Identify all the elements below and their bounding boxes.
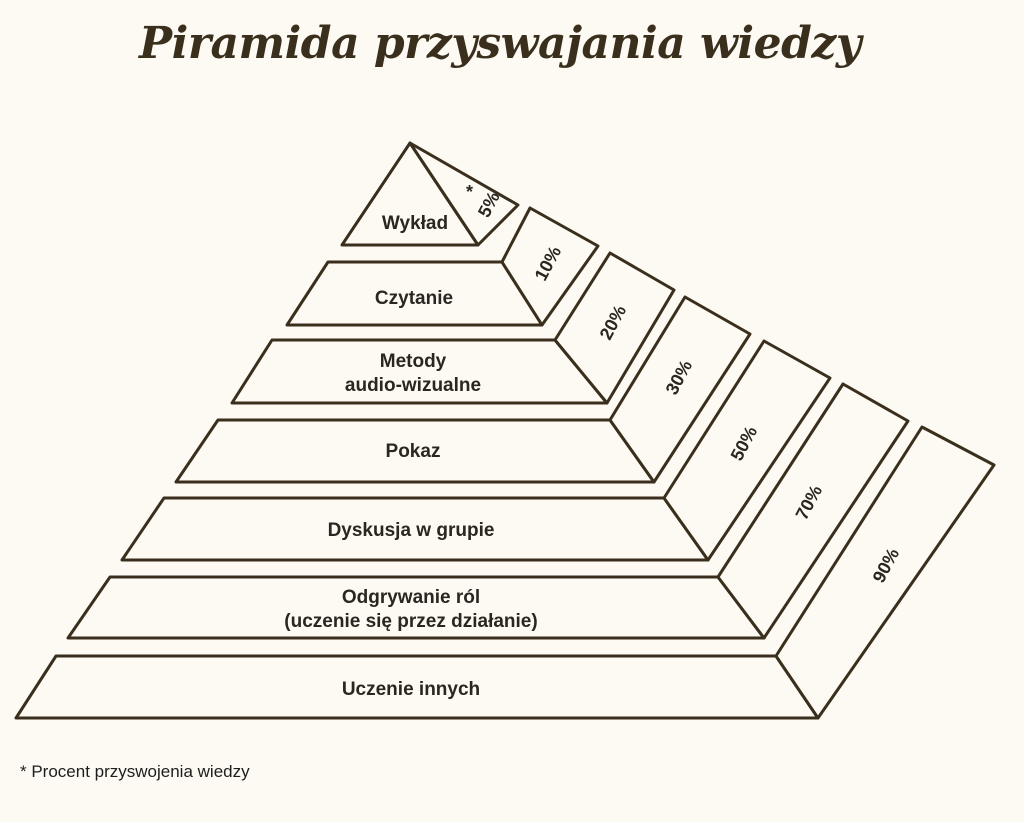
level-label-7: Uczenie innych: [342, 679, 480, 700]
percent-box-2: [500, 206, 600, 327]
asterisk-mark: *: [466, 182, 473, 202]
level-label-5: Dyskusja w grupie: [328, 520, 495, 541]
percent-box-4: [608, 295, 752, 484]
percent-box-7: [774, 425, 996, 720]
level-label-2: Czytanie: [375, 288, 453, 309]
diagram-title: Piramida przyswajania wiedzy: [139, 18, 861, 69]
percent-box-5: [662, 339, 832, 562]
percent-box-3: [553, 251, 676, 405]
level-label-1: Wykład: [382, 213, 448, 234]
percent-boxes: 5%10%20%30%50%70%90%*: [408, 141, 996, 720]
level-label-6: Odgrywanie ról(uczenie się przez działan…: [284, 587, 537, 632]
percent-box-1: [408, 141, 520, 247]
percent-box-6: [716, 382, 910, 640]
footnote: * Procent przyswojenia wiedzy: [20, 762, 250, 781]
level-label-4: Pokaz: [386, 441, 441, 462]
